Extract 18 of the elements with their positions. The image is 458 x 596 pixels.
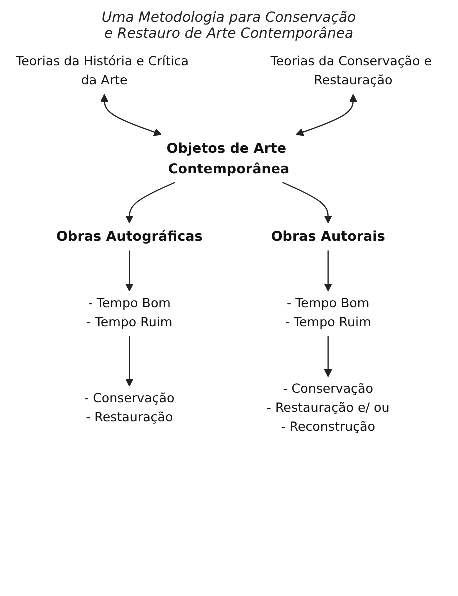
diagram-title: Uma Metodologia para Conservação e Restauro de Arte Contemporânea: [100, 10, 358, 42]
arrow: [296, 94, 358, 136]
node-text: Teorias da História e Crítica da Arte: [16, 54, 190, 88]
arrow: [126, 250, 134, 292]
node-text: - Conservação - Restauração e/ ou - Reconstrução: [266, 382, 390, 435]
node-text: Teorias da Conservação e Restauração: [270, 54, 432, 88]
node-text: - Tempo Bom - Tempo Ruim: [86, 296, 173, 330]
arrow: [126, 336, 134, 387]
node-text: Objetos de Arte Contemporânea: [166, 140, 290, 177]
node-text: Obras Autorais: [271, 228, 386, 245]
node-text: - Tempo Bom - Tempo Ruim: [285, 296, 372, 330]
node-text: - Conservação - Restauração: [84, 392, 175, 426]
arrow: [126, 182, 176, 224]
node-text: Obras Autográficas: [56, 228, 203, 245]
arrow: [324, 250, 332, 292]
arrow: [324, 336, 332, 378]
arrow: [100, 94, 162, 136]
arrow: [282, 182, 332, 224]
